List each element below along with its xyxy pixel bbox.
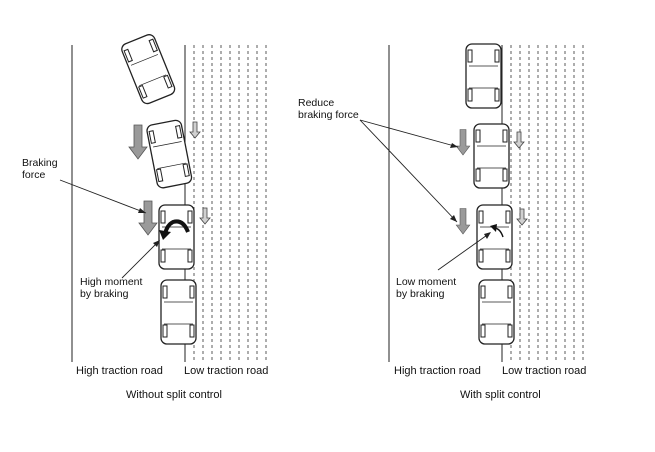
left-car-2 — [145, 118, 194, 190]
high-moment-label: High moment by braking — [80, 276, 143, 300]
reduce-force-leader-1 — [359, 119, 459, 148]
braking-force-leader — [59, 179, 147, 214]
left-small-arrow-1 — [189, 121, 201, 139]
reduce-force-label: Reduce braking force — [298, 97, 359, 121]
braking-force-label: Braking force — [22, 157, 58, 181]
high-moment-leader — [121, 241, 159, 279]
right-small-arrow-1 — [513, 131, 525, 149]
right-small-arrow-2 — [516, 208, 528, 226]
right-car-1 — [465, 43, 502, 109]
left-low-traction-lines — [193, 45, 267, 362]
right-car-3 — [476, 204, 513, 270]
left-high-traction-label: High traction road — [76, 365, 163, 377]
low-moment-leader-head — [484, 232, 491, 239]
right-arrow-2 — [455, 208, 471, 235]
left-big-arrow-2 — [138, 200, 158, 236]
high-moment-leader-head — [153, 240, 160, 247]
right-high-traction-label: High traction road — [394, 365, 481, 377]
left-panel — [59, 32, 267, 362]
high-moment-arrow — [159, 219, 190, 240]
left-panel-caption: Without split control — [126, 389, 222, 401]
right-car-2 — [473, 123, 510, 189]
reduce-force-leader-2 — [359, 119, 458, 223]
reduce-force-leader-2-head — [450, 215, 457, 222]
low-moment-arrow — [490, 224, 504, 238]
left-big-arrow-1 — [128, 124, 148, 160]
right-low-traction-label: Low traction road — [502, 365, 587, 377]
low-moment-leader — [437, 232, 491, 271]
right-arrow-1 — [455, 129, 471, 156]
right-low-traction-lines — [510, 45, 584, 362]
left-small-arrow-2 — [199, 207, 211, 225]
right-car-4 — [478, 279, 515, 345]
left-low-traction-label: Low traction road — [184, 365, 269, 377]
left-car-1 — [119, 32, 178, 106]
right-panel — [359, 43, 584, 362]
low-moment-label: Low moment by braking — [396, 276, 457, 300]
braking-force-leader-head — [138, 208, 146, 213]
right-panel-caption: With split control — [460, 389, 541, 401]
left-car-4 — [160, 279, 197, 345]
reduce-force-leader-1-head — [450, 143, 458, 148]
